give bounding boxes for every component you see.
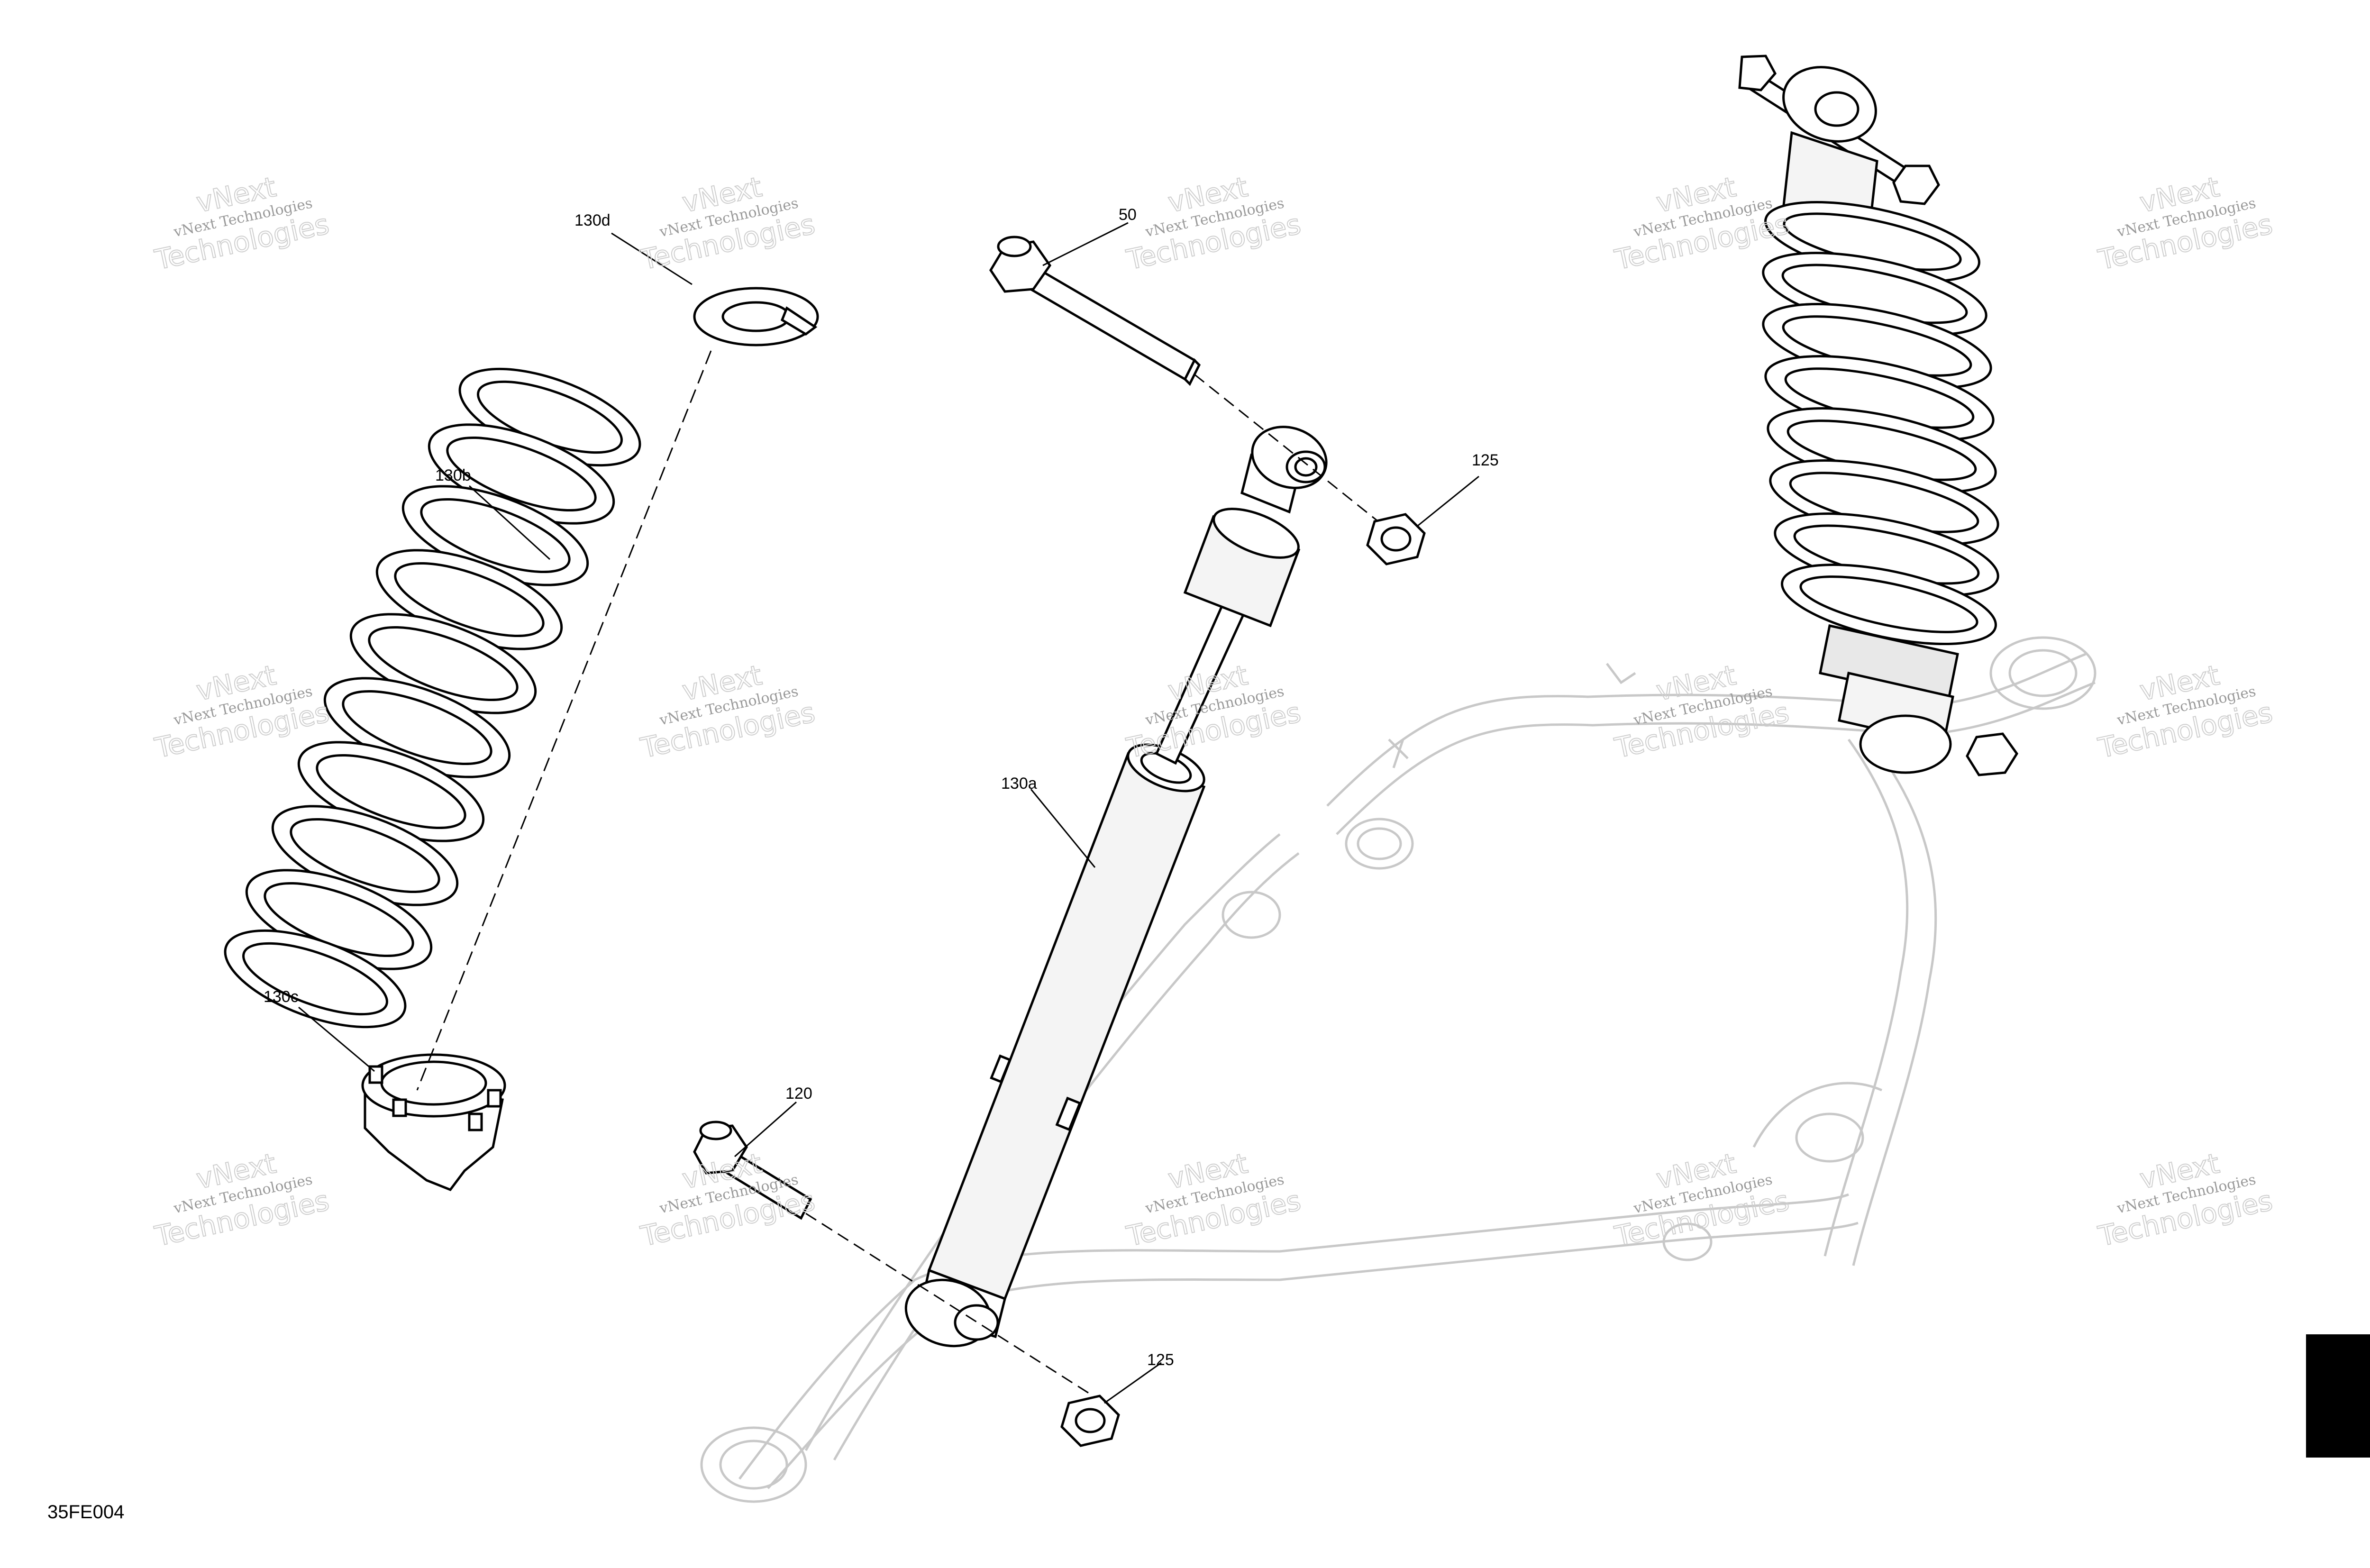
assembled-coilover — [1738, 55, 2019, 776]
corner-tab — [2306, 1334, 2370, 1458]
spring-seat-130d — [693, 287, 819, 346]
coil-spring-130b — [224, 367, 641, 1029]
callout-125-top: 125 — [1472, 451, 1499, 469]
nut-125-top — [1366, 513, 1426, 565]
callout-120: 120 — [785, 1085, 812, 1103]
bolt-50 — [989, 236, 1201, 386]
bolt-120 — [693, 1121, 812, 1220]
spring-retainer-130c — [361, 1053, 506, 1192]
spring-axis-line — [416, 350, 712, 1091]
callout-130a: 130a — [1001, 775, 1037, 793]
control-arm-ghost — [700, 636, 2097, 1503]
callout-130c: 130c — [264, 988, 299, 1006]
shock-absorber-130a — [904, 426, 1328, 1348]
callout-50: 50 — [1119, 206, 1137, 224]
callout-labels: 130d 130b 130c 50 125 130a 120 125 — [264, 206, 1499, 1369]
callout-130b: 130b — [435, 466, 471, 484]
leader-lines — [298, 222, 1479, 1404]
figure-id: 35FE004 — [47, 1502, 125, 1522]
nut-125-bottom — [1060, 1395, 1120, 1447]
bolt-120-axis-line — [805, 1212, 1105, 1404]
callout-130d: 130d — [574, 211, 611, 229]
callout-125-bottom: 125 — [1147, 1351, 1174, 1369]
bolt-50-axis-line — [1194, 374, 1385, 527]
